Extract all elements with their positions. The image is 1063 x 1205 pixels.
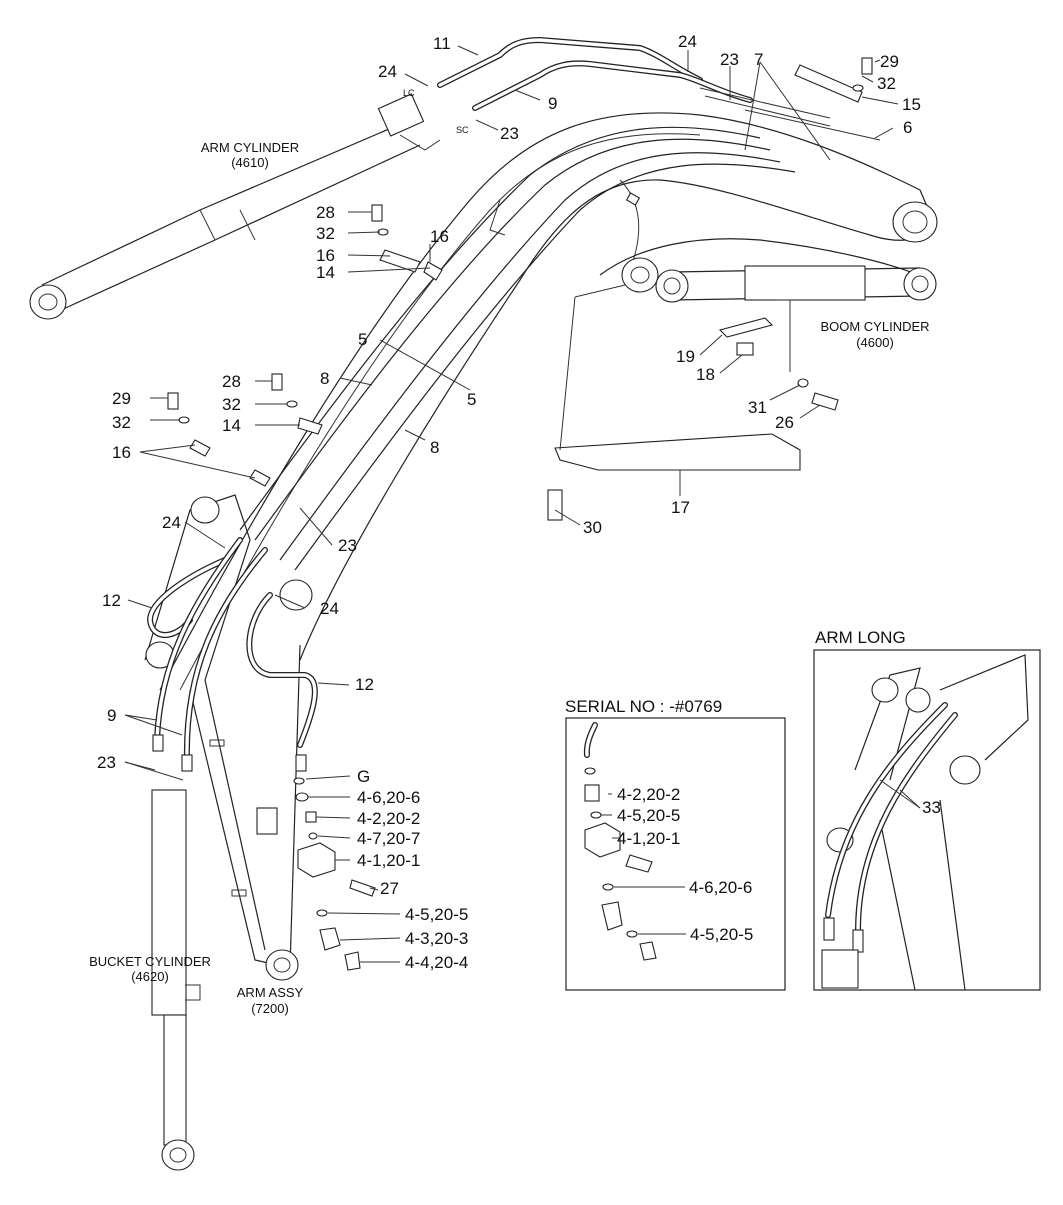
inset-label-33: 33 bbox=[922, 798, 941, 817]
label-26: 26 bbox=[775, 413, 794, 432]
bucket-cylinder-number: (4620) bbox=[131, 969, 169, 984]
inset-label-4-1-20-1: 4-1,20-1 bbox=[617, 829, 680, 848]
label-g: G bbox=[357, 767, 370, 786]
inset-serial-frame bbox=[565, 717, 786, 991]
label-8: 8 bbox=[320, 369, 329, 388]
boom-cylinder-caption: BOOM CYLINDER bbox=[820, 319, 929, 334]
label-14: 14 bbox=[316, 263, 335, 282]
label-16: 16 bbox=[316, 246, 335, 265]
label-11: 11 bbox=[433, 34, 451, 53]
inset-arm-long-frame bbox=[813, 649, 1041, 991]
label-24: 24 bbox=[678, 32, 697, 51]
label-4-2-20-2: 4-2,20-2 bbox=[357, 809, 420, 828]
label-23: 23 bbox=[97, 753, 116, 772]
label-24: 24 bbox=[162, 513, 181, 532]
leader-lines bbox=[124, 45, 899, 963]
label-32: 32 bbox=[316, 224, 335, 243]
boom-lower-frame bbox=[599, 238, 931, 293]
label-19: 19 bbox=[676, 347, 695, 366]
bucket-cylinder bbox=[151, 789, 201, 1171]
label-30: 30 bbox=[583, 518, 602, 537]
inset-label-4-5-20-5: 4-5,20-5 bbox=[617, 806, 680, 825]
inset-serial: SERIAL NO : -#0769 4-2,20-2 4-5,20-5 4-1… bbox=[565, 697, 786, 991]
arm-assy-caption: ARM ASSY bbox=[237, 985, 304, 1000]
label-17: 17 bbox=[671, 498, 690, 517]
callout-labels: 11 24 LC 9 SC 23 24 23 7 29 32 15 6 28 3… bbox=[97, 32, 921, 972]
arm-structure bbox=[144, 494, 313, 981]
label-12: 12 bbox=[355, 675, 374, 694]
inset-label-4-2-20-2: 4-2,20-2 bbox=[617, 785, 680, 804]
label-23: 23 bbox=[500, 124, 519, 143]
arm-cylinder-caption: ARM CYLINDER bbox=[201, 140, 299, 155]
label-9: 9 bbox=[107, 706, 116, 725]
label-5: 5 bbox=[467, 390, 476, 409]
inset-arm-long-title: ARM LONG bbox=[815, 628, 906, 647]
inset-label-4-6-20-6: 4-6,20-6 bbox=[689, 878, 752, 897]
boom-cylinder-number: (4600) bbox=[856, 335, 894, 350]
label-32: 32 bbox=[222, 395, 241, 414]
label-18: 18 bbox=[696, 365, 715, 384]
inset-arm-long: ARM LONG 33 bbox=[813, 628, 1041, 991]
label-29: 29 bbox=[112, 389, 131, 408]
label-4-7-20-7: 4-7,20-7 bbox=[357, 829, 420, 848]
arm-cylinder bbox=[29, 93, 441, 320]
label-28: 28 bbox=[222, 372, 241, 391]
label-28: 28 bbox=[316, 203, 335, 222]
pipes bbox=[146, 36, 881, 763]
label-16: 16 bbox=[112, 443, 131, 462]
label-29: 29 bbox=[880, 52, 899, 71]
boom-cylinder bbox=[655, 265, 937, 372]
label-4-3-20-3: 4-3,20-3 bbox=[405, 929, 468, 948]
label-4-4-20-4: 4-4,20-4 bbox=[405, 953, 468, 972]
label-27: 27 bbox=[380, 879, 399, 898]
label-9: 9 bbox=[548, 94, 557, 113]
label-5: 5 bbox=[358, 330, 367, 349]
label-24: 24 bbox=[320, 599, 339, 618]
label-4-5-20-5: 4-5,20-5 bbox=[405, 905, 468, 924]
label-16: 16 bbox=[430, 227, 449, 246]
label-15: 15 bbox=[902, 95, 921, 114]
label-23: 23 bbox=[338, 536, 357, 555]
arm-assy-number: (7200) bbox=[251, 1001, 289, 1016]
inset-label-4-5-20-5: 4-5,20-5 bbox=[690, 925, 753, 944]
label-sc: SC bbox=[456, 125, 469, 135]
label-14: 14 bbox=[222, 416, 241, 435]
arm-cylinder-number: (4610) bbox=[231, 155, 269, 170]
bucket-cylinder-caption: BUCKET CYLINDER bbox=[89, 954, 211, 969]
label-8: 8 bbox=[430, 438, 439, 457]
inset-serial-title: SERIAL NO : -#0769 bbox=[565, 697, 722, 716]
label-31: 31 bbox=[748, 398, 767, 417]
label-4-6-20-6: 4-6,20-6 bbox=[357, 788, 420, 807]
label-12: 12 bbox=[102, 591, 121, 610]
label-32: 32 bbox=[112, 413, 131, 432]
label-4-1-20-1: 4-1,20-1 bbox=[357, 851, 420, 870]
label-32: 32 bbox=[877, 74, 896, 93]
label-6: 6 bbox=[903, 118, 912, 137]
label-23: 23 bbox=[720, 50, 739, 69]
label-24: 24 bbox=[378, 62, 397, 81]
label-lc: LC bbox=[403, 88, 415, 98]
label-7: 7 bbox=[754, 50, 763, 69]
